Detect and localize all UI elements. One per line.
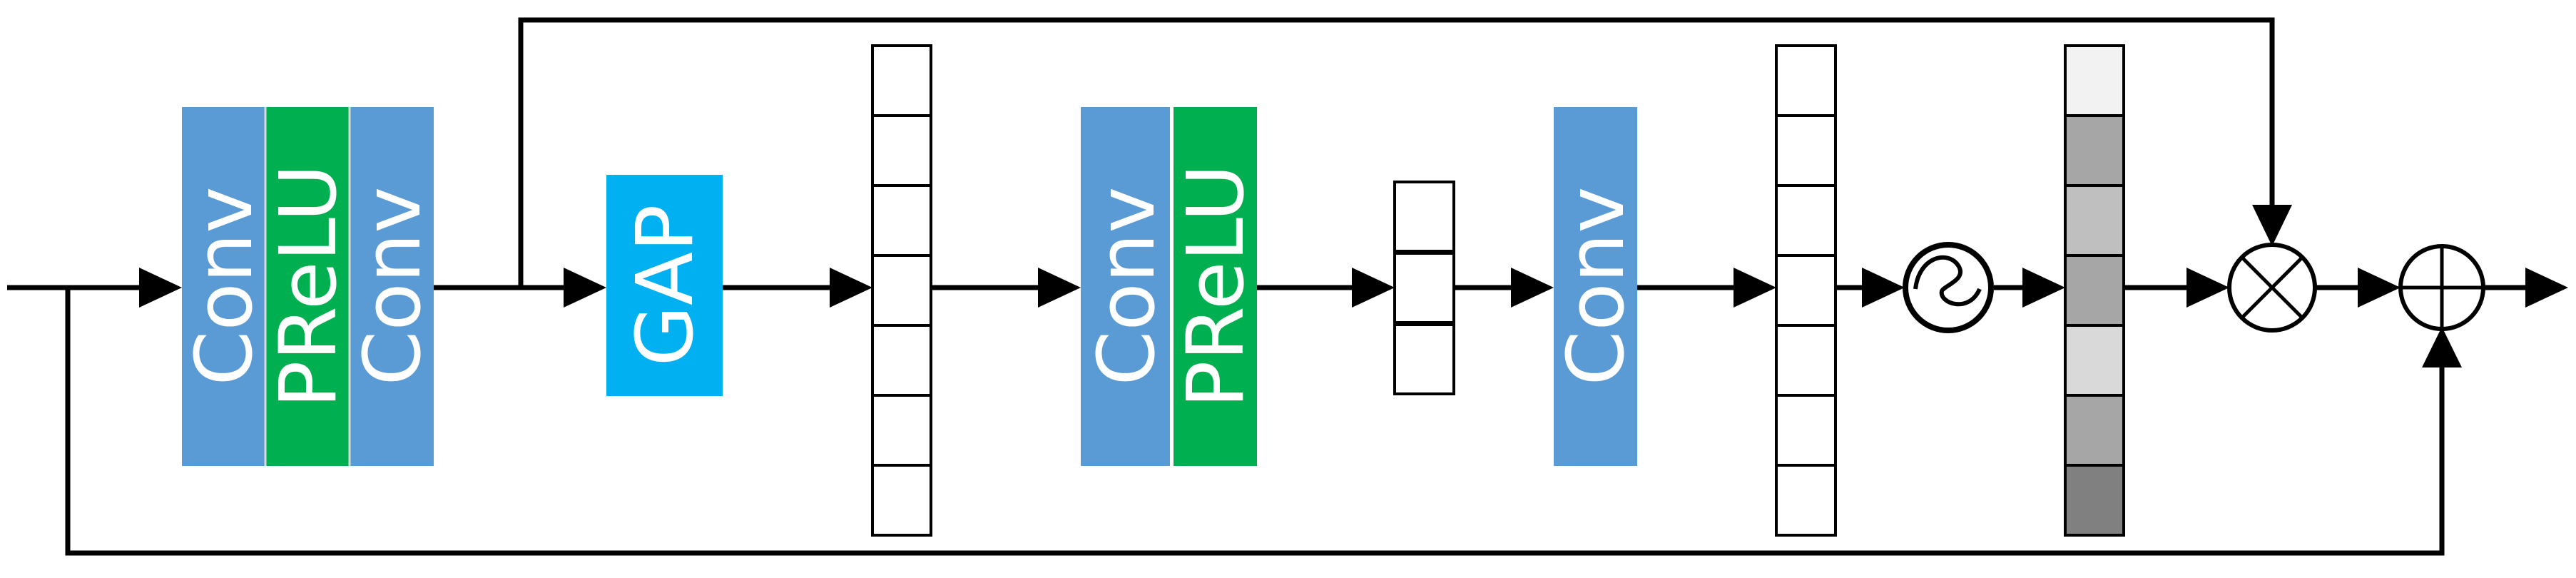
vector-1-cell bbox=[871, 254, 932, 327]
arrow-into-conv-prelu bbox=[1038, 268, 1081, 308]
weight-cell bbox=[2064, 254, 2125, 327]
conv-label-4: Conv bbox=[1550, 187, 1641, 386]
vector-2-cell bbox=[1775, 44, 1837, 117]
arrow-into-add-left bbox=[2358, 268, 2401, 308]
connections bbox=[7, 17, 2568, 556]
conv-block-1 bbox=[182, 107, 265, 466]
vector-2-cell bbox=[1775, 184, 1837, 257]
vector-2-cell bbox=[1775, 394, 1837, 467]
conv-block-4-group: Conv bbox=[1550, 107, 1641, 466]
weight-cell bbox=[2064, 324, 2125, 397]
arrow-into-gap bbox=[564, 268, 606, 308]
vector-1-cell bbox=[871, 464, 932, 537]
prelu-block-2 bbox=[1174, 107, 1257, 466]
feature-vector-2 bbox=[1775, 44, 1837, 537]
conv-label-1: Conv bbox=[178, 187, 270, 386]
vector-2-cell bbox=[1775, 324, 1837, 397]
reduced-vector-cell bbox=[1393, 181, 1455, 253]
conv-label-3: Conv bbox=[1081, 187, 1172, 386]
prelu-label-1: PReLU bbox=[263, 164, 354, 408]
vector-2-cell bbox=[1775, 254, 1837, 327]
arrow-into-weights bbox=[2022, 268, 2065, 308]
feature-vector-1 bbox=[871, 44, 932, 537]
residual-skip-line bbox=[65, 288, 2445, 556]
conv-prelu-conv-stack: Conv PReLU Conv bbox=[178, 107, 438, 466]
vector-2-cell bbox=[1775, 114, 1837, 187]
arrow-into-vector-2 bbox=[1734, 268, 1776, 308]
vector-1-cell bbox=[871, 394, 932, 467]
top-skip-line bbox=[518, 17, 2275, 288]
conv-block-4 bbox=[1554, 107, 1637, 466]
arrow-into-sigmoid bbox=[1862, 268, 1905, 308]
arrow-into-conv-stack bbox=[139, 268, 182, 308]
weight-cell bbox=[2064, 114, 2125, 187]
vector-1-cell bbox=[871, 324, 932, 397]
vector-2-cell bbox=[1775, 464, 1837, 537]
reduced-vector-cell bbox=[1393, 323, 1455, 395]
gap-label: GAP bbox=[619, 205, 711, 367]
arrow-into-conv-4 bbox=[1511, 268, 1554, 308]
add-icon bbox=[2398, 244, 2485, 331]
conv-label-2: Conv bbox=[347, 187, 438, 386]
arrow-into-multiply-left bbox=[2186, 268, 2229, 308]
arrow-into-multiply bbox=[2252, 205, 2292, 246]
sigmoid-icon bbox=[1903, 242, 1994, 333]
vector-1-cell bbox=[871, 44, 932, 117]
gap-box bbox=[606, 175, 723, 396]
weight-cell bbox=[2064, 394, 2125, 467]
reduced-vector-cell bbox=[1393, 252, 1455, 324]
prelu-block-1 bbox=[265, 107, 350, 466]
vector-1-cell bbox=[871, 114, 932, 187]
reduced-vector bbox=[1393, 181, 1455, 395]
weight-cell bbox=[2064, 44, 2125, 117]
prelu-label-2: PReLU bbox=[1170, 164, 1261, 408]
conv-prelu-stack: Conv PReLU bbox=[1081, 107, 1261, 466]
attention-weights bbox=[2064, 44, 2125, 537]
weight-cell bbox=[2064, 464, 2125, 537]
arrow-into-vector-1 bbox=[830, 268, 872, 308]
arrow-into-add bbox=[2422, 327, 2462, 367]
vector-1-cell bbox=[871, 184, 932, 257]
arrow-output bbox=[2525, 268, 2568, 308]
conv-block-2 bbox=[350, 107, 434, 466]
gap-block: GAP bbox=[606, 175, 723, 396]
arrow-into-small-vector bbox=[1352, 268, 1395, 308]
multiply-icon bbox=[2227, 243, 2317, 333]
weight-cell bbox=[2064, 184, 2125, 257]
conv-block-3 bbox=[1081, 107, 1170, 466]
